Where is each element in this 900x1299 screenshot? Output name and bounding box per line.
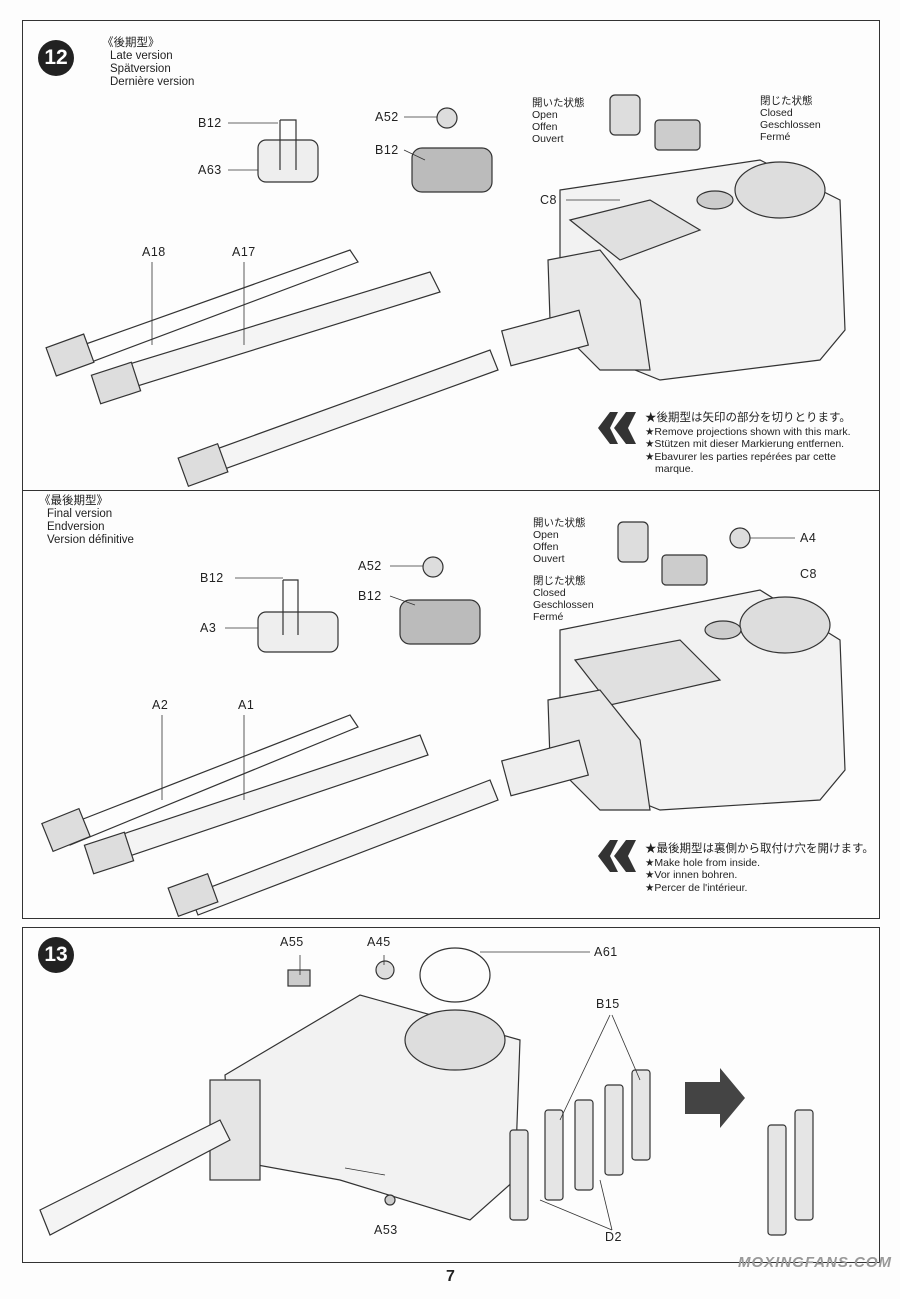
barrel-late-a17 bbox=[90, 271, 441, 405]
part-label: B12 bbox=[358, 589, 382, 603]
step-12-number: 12 bbox=[38, 40, 74, 76]
part-label: A63 bbox=[198, 163, 222, 177]
turret-final bbox=[500, 521, 846, 811]
part-label: D2 bbox=[605, 1230, 622, 1244]
heading-en: Final version bbox=[47, 508, 113, 520]
part-label: A53 bbox=[374, 1223, 398, 1237]
step-12-divider bbox=[22, 490, 880, 491]
part-label: A17 bbox=[232, 245, 256, 259]
hatch-late bbox=[411, 147, 493, 193]
cut-mark-icon bbox=[598, 840, 636, 872]
note-en: ★Make hole from inside. bbox=[645, 856, 761, 869]
open-state-label: 開いた状態 Open Offen Ouvert bbox=[532, 97, 585, 145]
final-note: ★最後期型は裏側から取付け穴を開けます。 ★Make hole from ins… bbox=[645, 843, 874, 894]
part-a52 bbox=[436, 107, 458, 129]
part-label: A52 bbox=[375, 110, 399, 124]
state-fr: Ouvert bbox=[533, 553, 565, 565]
state-jp: 閉じた状態 bbox=[533, 575, 586, 587]
state-de: Offen bbox=[532, 121, 558, 133]
state-jp: 開いた状態 bbox=[532, 97, 585, 109]
state-en: Open bbox=[532, 109, 558, 121]
note-fr: ★Percer de l'intérieur. bbox=[645, 881, 748, 894]
state-en: Closed bbox=[533, 587, 566, 599]
turret-step13 bbox=[39, 947, 521, 1236]
state-fr: Fermé bbox=[533, 611, 564, 623]
note-jp: ★最後期型は裏側から取付け穴を開けます。 bbox=[645, 843, 874, 855]
part-label: C8 bbox=[800, 567, 817, 581]
state-de: Geschlossen bbox=[533, 599, 594, 611]
note-fr: ★Ebavurer les parties repérées par cette bbox=[645, 450, 836, 463]
part-label: B12 bbox=[200, 571, 224, 585]
heading-de: Endversion bbox=[47, 521, 105, 533]
note-en: ★Remove projections shown with this mark… bbox=[645, 425, 851, 438]
barrel-late-a18 bbox=[45, 249, 359, 377]
state-de: Geschlossen bbox=[760, 119, 821, 131]
turret-late bbox=[500, 94, 846, 381]
part-label: A18 bbox=[142, 245, 166, 259]
step-12-frame bbox=[22, 20, 880, 919]
watermark: MOXINGFANS.COM bbox=[738, 1254, 893, 1271]
heading-en: Late version bbox=[110, 50, 173, 62]
state-en: Open bbox=[533, 529, 559, 541]
final-version-heading: 《最後期型》 Final version Endversion Version … bbox=[39, 495, 134, 547]
heading-fr: Dernière version bbox=[110, 76, 195, 88]
heading-de: Spätversion bbox=[110, 63, 171, 75]
note-fr-cont: marque. bbox=[655, 463, 694, 475]
heading-jp: 《最後期型》 bbox=[39, 495, 108, 507]
part-label: A3 bbox=[200, 621, 217, 635]
state-fr: Ouvert bbox=[532, 133, 564, 145]
state-fr: Fermé bbox=[760, 131, 791, 143]
page-number: 7 bbox=[446, 1268, 455, 1285]
cut-mark-icon bbox=[598, 412, 636, 444]
note-jp: ★後期型は矢印の部分を切りとります。 bbox=[645, 412, 851, 424]
part-label: C8 bbox=[540, 193, 557, 207]
part-label: A45 bbox=[367, 935, 391, 949]
state-de: Offen bbox=[533, 541, 559, 553]
state-jp: 開いた状態 bbox=[533, 517, 586, 529]
part-label: B15 bbox=[596, 997, 620, 1011]
late-note: ★後期型は矢印の部分を切りとります。 ★Remove projections s… bbox=[645, 412, 851, 476]
track-links bbox=[509, 1069, 814, 1236]
open-state-label: 開いた状態 Open Offen Ouvert bbox=[533, 517, 586, 565]
note-de: ★Stützen mit dieser Markierung entfernen… bbox=[645, 438, 845, 450]
part-label: A1 bbox=[238, 698, 255, 712]
step-13-frame bbox=[22, 927, 880, 1263]
state-jp: 閉じた状態 bbox=[760, 95, 813, 107]
part-a63 bbox=[257, 139, 319, 183]
part-label: A61 bbox=[594, 945, 618, 959]
step-13-number: 13 bbox=[38, 937, 74, 973]
late-version-heading: 《後期型》 Late version Spätversion Dernière … bbox=[102, 37, 195, 89]
arrow-right bbox=[685, 1068, 745, 1128]
heading-jp: 《後期型》 bbox=[102, 37, 160, 49]
note-de: ★Vor innen bohren. bbox=[645, 869, 738, 881]
part-label: A4 bbox=[800, 531, 817, 545]
closed-state-label: 閉じた状態 Closed Geschlossen Fermé bbox=[760, 95, 821, 143]
part-label: B12 bbox=[375, 143, 399, 157]
heading-fr: Version définitive bbox=[47, 534, 134, 546]
part-label: A2 bbox=[152, 698, 169, 712]
part-label: A55 bbox=[280, 935, 304, 949]
closed-state-label: 閉じた状態 Closed Geschlossen Fermé bbox=[533, 575, 594, 623]
state-en: Closed bbox=[760, 107, 793, 119]
barrel-late-assembled bbox=[177, 349, 499, 488]
part-label: A52 bbox=[358, 559, 382, 573]
part-label: B12 bbox=[198, 116, 222, 130]
